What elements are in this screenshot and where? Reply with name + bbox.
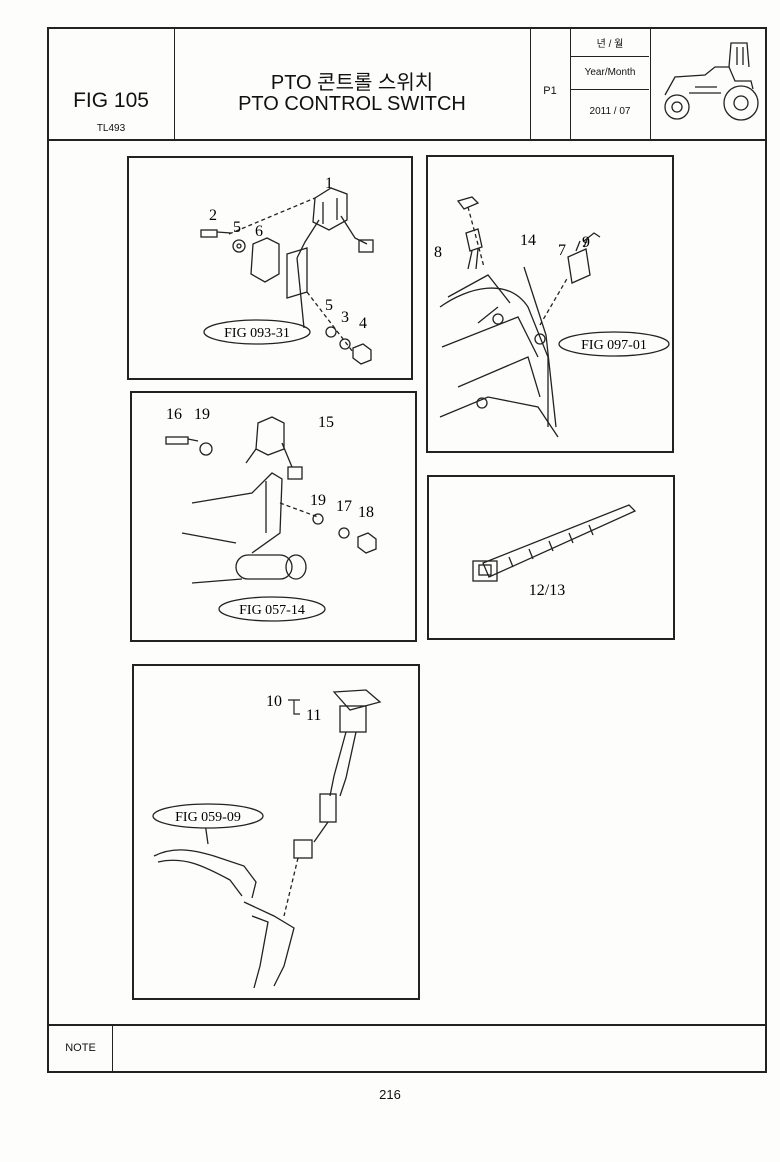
reference-fig-093-31: FIG 093-31: [224, 326, 290, 341]
model-code: TL493: [96, 123, 126, 134]
callout-9: 9: [582, 234, 590, 251]
reference-oval: [203, 319, 311, 345]
page-frame: FIG 105 TL493 PTO 콘트롤 스위치 PTO CONTROL SW…: [47, 27, 767, 1073]
reference-oval: [152, 803, 264, 829]
page-code: P1: [543, 85, 557, 97]
reference-fig-059-09: FIG 059-09: [175, 810, 241, 825]
callout-5b: 5: [325, 297, 333, 314]
note-label: NOTE: [49, 1026, 113, 1071]
diagram-switch-assembly: 1 2 5 6 5 3 4 FIG 093-31: [127, 156, 413, 380]
callout-18: 18: [358, 504, 374, 521]
callout-15: 15: [318, 414, 334, 431]
callout-19b: 19: [310, 492, 326, 509]
callout-11: 11: [306, 707, 321, 724]
title-korean: PTO 콘트롤 스위치: [270, 72, 434, 94]
relay-mount-drawing: 14 8 7 9 FIG 097-01: [434, 196, 670, 438]
year-month-cell: [571, 29, 651, 139]
diagram-harness: 10 11 FIG 059-09: [132, 664, 420, 1000]
year-month-korean: 년 / 월: [596, 39, 624, 50]
reference-oval: [558, 331, 670, 357]
callout-2: 2: [209, 207, 217, 224]
title-english: PTO CONTROL SWITCH: [238, 93, 466, 115]
issue-date: 2011 / 07: [589, 106, 631, 117]
year-month-english: Year/Month: [584, 67, 636, 78]
callout-14: 14: [520, 232, 536, 249]
callout-5a: 5: [233, 219, 241, 236]
callout-6: 6: [255, 223, 263, 240]
page-code-cell: [531, 29, 571, 139]
tractor-icon: [664, 42, 759, 121]
callout-12-13: 12/13: [529, 582, 565, 599]
note-row: NOTE: [49, 1024, 765, 1073]
reference-fig-057-14: FIG 057-14: [239, 603, 305, 618]
diagram-bracket-switch: 16 19 15 19 17 18 FIG 057-14: [130, 391, 417, 642]
fig-cell: [49, 29, 175, 139]
switch-assembly-drawing: 1 2 5 6 5 3 4 FIG 093-31: [200, 175, 374, 365]
callout-1: 1: [325, 175, 333, 192]
callout-8: 8: [434, 244, 442, 261]
callout-16: 16: [166, 406, 182, 423]
harness-drawing: 10 11 FIG 059-09: [152, 689, 382, 989]
callout-19a: 19: [194, 406, 210, 423]
header: FIG 105 TL493 PTO 콘트롤 스위치 PTO CONTROL SW…: [49, 29, 765, 141]
callout-17: 17: [336, 498, 352, 515]
callout-4: 4: [359, 315, 367, 332]
fig-number: FIG 105: [73, 89, 149, 112]
reference-fig-097-01: FIG 097-01: [581, 338, 647, 353]
callout-7: 7: [558, 242, 566, 259]
bracket-switch-drawing: 16 19 15 19 17 18 FIG 057-14: [165, 406, 377, 622]
diagram-relay-mount: 14 8 7 9 FIG 097-01: [426, 155, 674, 453]
diagram-cable-tie: 12/13: [427, 475, 675, 640]
title-cell: [175, 29, 531, 139]
reference-oval: [218, 596, 326, 622]
callout-10: 10: [266, 693, 282, 710]
callout-3: 3: [341, 309, 349, 326]
page-number: 216: [379, 1087, 401, 1102]
cable-tie-drawing: 12/13: [472, 504, 637, 599]
